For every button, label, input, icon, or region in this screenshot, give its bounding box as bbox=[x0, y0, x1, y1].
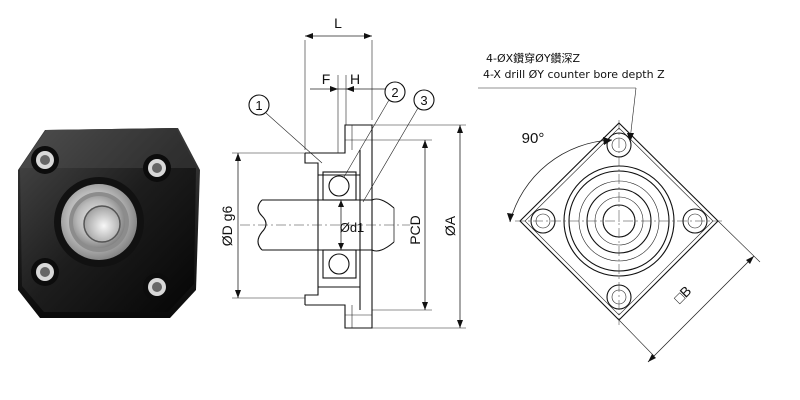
angle-label: 90° bbox=[522, 130, 545, 147]
balloon-3: 3 bbox=[362, 89, 435, 203]
dim-b-label: □B bbox=[671, 283, 695, 307]
bearing bbox=[54, 177, 144, 267]
balloon-1: 1 bbox=[248, 94, 323, 164]
dim-pcd-label: PCD bbox=[407, 215, 423, 245]
dim-L-label: L bbox=[334, 15, 342, 31]
svg-text:3: 3 bbox=[420, 93, 427, 108]
dim-oa-label: ØA bbox=[442, 215, 458, 236]
dim-H-label: H bbox=[350, 71, 360, 87]
dim-F-label: F bbox=[322, 71, 331, 87]
product-photo bbox=[18, 128, 200, 318]
hole-note-chinese: 4-ØX鑽穿ØY鑽深Z bbox=[486, 51, 581, 65]
mount-hole bbox=[143, 273, 171, 301]
mount-hole bbox=[143, 154, 171, 182]
mount-hole bbox=[31, 258, 59, 286]
dim-d1-label: Ød1 bbox=[340, 220, 365, 235]
section-view: L F H 1 2 3 ØD g6 bbox=[219, 15, 466, 329]
balloon-2: 2 bbox=[343, 81, 406, 178]
front-view: 4-ØX鑽穿ØY鑽深Z 4-X drill ØY counter bore de… bbox=[478, 51, 761, 363]
dim-od-label: ØD g6 bbox=[219, 206, 235, 247]
hole-note-english: 4-X drill ØY counter bore depth Z bbox=[483, 68, 665, 81]
mount-hole bbox=[31, 146, 59, 174]
svg-text:1: 1 bbox=[255, 98, 262, 113]
svg-text:2: 2 bbox=[391, 85, 398, 100]
